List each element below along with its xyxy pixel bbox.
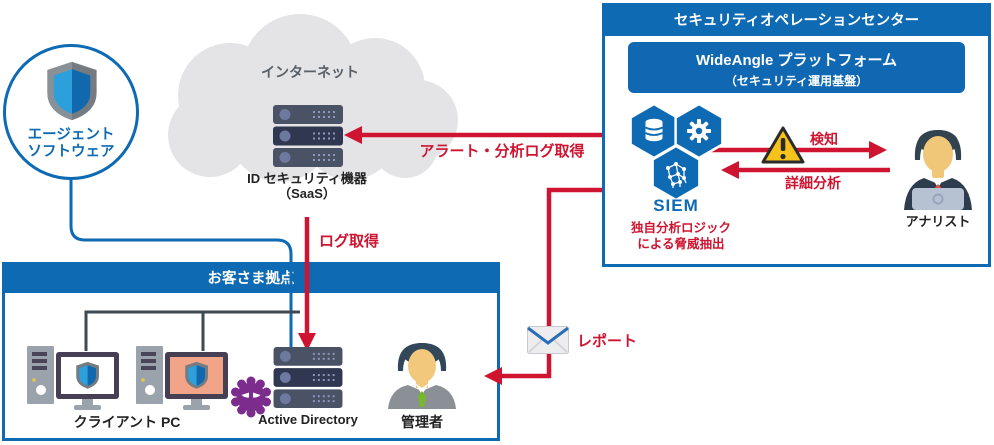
- admin-label: 管理者: [401, 414, 443, 430]
- siem-brain-icon: [666, 162, 687, 188]
- customer-site-title: お客さま拠点: [5, 265, 497, 293]
- siem-hexagons: [629, 102, 724, 202]
- wideangle-title: WideAngle プラットフォーム: [695, 52, 898, 69]
- active-directory-label: Active Directory: [258, 412, 358, 427]
- active-directory-server-icon: [273, 347, 343, 409]
- agent-software-badge: エージェント ソフトウェア: [3, 44, 139, 180]
- analyst-avatar: [904, 130, 972, 210]
- client-pc-icon: [27, 346, 119, 410]
- siem-gear-icon: [687, 119, 711, 143]
- siem-note-line1: 独自分析ロジック: [630, 221, 731, 235]
- agent-label-line2: ソフトウェア: [27, 144, 115, 160]
- detail-analysis-label: 詳細分析: [785, 175, 841, 191]
- saas-device-label-line1: ID セキュリティ機器: [247, 171, 367, 186]
- analyst-label: アナリスト: [905, 214, 971, 229]
- internet-label: インターネット: [261, 64, 359, 80]
- mail-icon: [527, 326, 569, 354]
- siem-note-line2: による脅威抽出: [637, 237, 725, 251]
- siem-label: SIEM: [653, 196, 699, 215]
- detect-label: 検知: [810, 131, 838, 147]
- client-pc-infected-icon: [136, 346, 228, 410]
- warning-icon: [761, 126, 805, 164]
- report-arrow: [484, 187, 602, 385]
- siem-brain-hexagon: [651, 144, 701, 202]
- report-label: レポート: [577, 333, 638, 350]
- agent-label-line1: エージェント: [27, 127, 115, 143]
- saas-server-icon: [273, 105, 343, 167]
- wideangle-platform-box: WideAngle プラットフォーム （セキュリティ運用基盤）: [628, 42, 965, 93]
- siem-database-icon: [645, 118, 663, 142]
- log-acquire-label: ログ取得: [319, 233, 380, 250]
- agent-shield-icon: [47, 61, 97, 121]
- admin-avatar: [388, 343, 456, 409]
- soc-title: セキュリティオペレーションセンター: [605, 6, 988, 36]
- saas-device-label-line2: （SaaS）: [278, 186, 336, 201]
- wideangle-subtitle: （セキュリティ運用基盤）: [724, 74, 869, 88]
- malware-icon: [231, 376, 271, 418]
- client-pc-label: クライアント PC: [73, 414, 181, 430]
- alert-log-label: アラート・分析ログ取得: [419, 143, 585, 160]
